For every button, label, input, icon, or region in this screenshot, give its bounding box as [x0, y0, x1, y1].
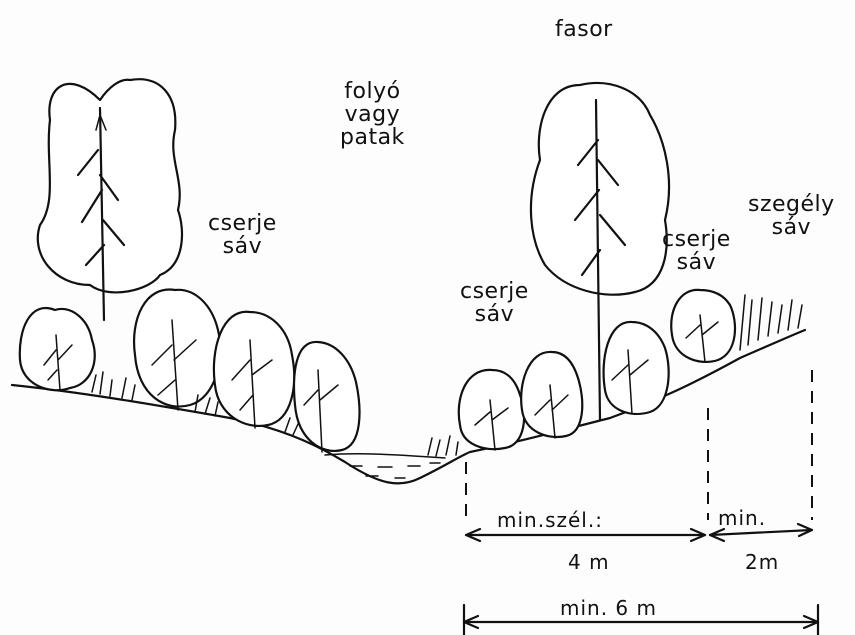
- edge-strip-label: szegély sáv: [748, 193, 835, 239]
- width-2m-label: 2m: [745, 550, 779, 574]
- shrub-strip-mid-line-1: cserje: [460, 280, 529, 303]
- min-label: min.: [718, 506, 766, 530]
- shrub-strip-label-left: cserje sáv: [208, 212, 277, 258]
- total-width-label: min. 6 m: [560, 596, 657, 620]
- left-bush-2: [134, 290, 220, 410]
- river-label-line-3: patak: [340, 126, 405, 149]
- right-bush-2: [521, 352, 582, 438]
- fasor-label: fasor: [555, 18, 613, 41]
- shrub-strip-left-line-1: cserje: [208, 212, 277, 235]
- left-bush-1: [20, 308, 95, 390]
- river-label-line-1: folyó: [340, 80, 405, 103]
- river-label: folyó vagy patak: [340, 80, 405, 149]
- left-bush-3: [214, 312, 294, 428]
- right-bush-1: [459, 370, 524, 450]
- left-bush-4: [294, 342, 359, 452]
- edge-strip-line-1: szegély: [748, 193, 835, 216]
- left-tall-tree: [38, 79, 182, 320]
- right-bush-4: [671, 290, 735, 362]
- shrub-strip-right-line-1: cserje: [662, 228, 731, 251]
- shrub-strip-label-mid: cserje sáv: [460, 280, 529, 326]
- min-width-label: min.szél.:: [497, 508, 603, 532]
- right-bush-3: [604, 322, 669, 414]
- river-label-line-2: vagy: [340, 103, 405, 126]
- shrub-strip-label-right: cserje sáv: [662, 228, 731, 274]
- shrub-strip-right-line-2: sáv: [662, 251, 731, 274]
- width-4m-label: 4 m: [568, 550, 610, 574]
- shrub-strip-left-line-2: sáv: [208, 235, 277, 258]
- shrub-strip-mid-line-2: sáv: [460, 303, 529, 326]
- edge-strip-line-2: sáv: [748, 216, 835, 239]
